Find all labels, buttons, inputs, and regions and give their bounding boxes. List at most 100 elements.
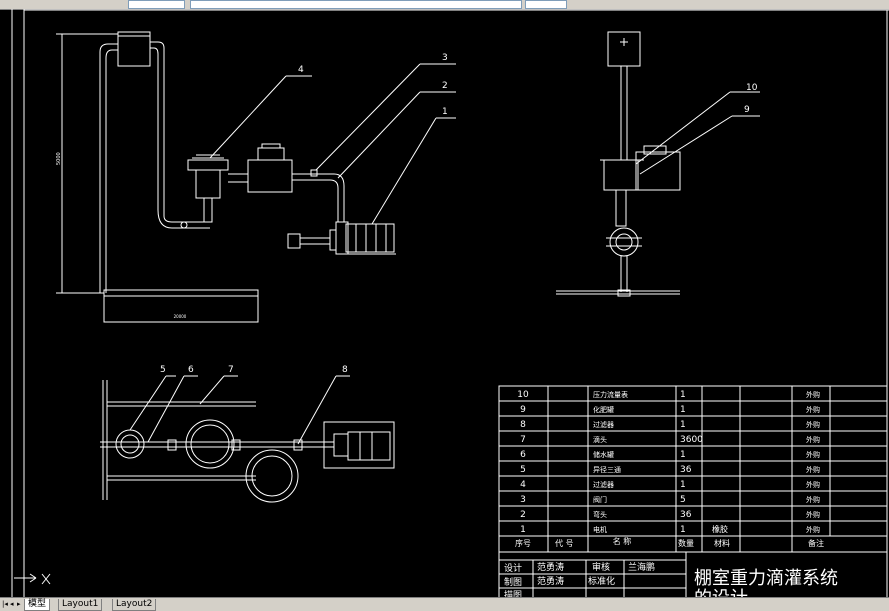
bom-cell-name: 电机 <box>593 525 607 534</box>
bom-row: 10 压力流量表 1 外购 <box>517 390 820 400</box>
bom-cell-no: 4 <box>520 480 526 490</box>
drawing-canvas[interactable]: 5000 <box>0 9 889 609</box>
bom-header-no: 序号 <box>515 538 531 548</box>
dim-horizontal: 20000 <box>174 314 187 319</box>
bom-cell-remark: 外购 <box>806 405 820 414</box>
bom-cell-qty: 36 <box>680 510 692 520</box>
bom-header-code: 代 号 <box>555 538 574 548</box>
bom-cell-name: 压力流量表 <box>593 390 628 399</box>
bom-cell-no: 2 <box>520 510 526 520</box>
bom-table <box>498 385 888 553</box>
bom-cell-no: 7 <box>520 435 526 445</box>
bom-cell-name: 弯头 <box>593 510 607 519</box>
bom-cell-name: 储水罐 <box>593 450 614 459</box>
callout-5: 5 <box>160 365 166 375</box>
bom-row: 6 储水罐 1 外购 <box>520 450 820 460</box>
callout-10: 10 <box>746 83 758 93</box>
bom-cell-no: 10 <box>517 390 529 400</box>
bom-cell-name: 过滤器 <box>593 420 614 429</box>
first-tab-arrow-icon[interactable]: |◂ <box>2 600 8 608</box>
bom-row: 4 过滤器 1 外购 <box>520 480 820 490</box>
draw-name: 范勇涛 <box>537 575 564 587</box>
bom-cell-no: 1 <box>520 525 526 535</box>
side-view <box>556 31 760 297</box>
bom-cell-remark: 外购 <box>806 420 820 429</box>
bom-cell-remark: 外购 <box>806 465 820 474</box>
property-dropdown[interactable] <box>190 0 522 9</box>
design-name: 范勇涛 <box>537 561 564 573</box>
bom-header: 序号 代 号 名 称 数量 材料 备注 <box>515 536 824 548</box>
bom-cell-remark: 外购 <box>806 390 820 399</box>
drawing-frame <box>11 9 889 597</box>
bom-cell-remark: 外购 <box>806 435 820 444</box>
bom-row: 8 过滤器 1 外购 <box>520 420 820 430</box>
callout-4: 4 <box>298 65 304 75</box>
bom-cell-no: 9 <box>520 405 526 415</box>
bom-row: 5 异径三通 36 外购 <box>520 465 820 475</box>
plan-view <box>100 375 395 503</box>
draw-label: 制图 <box>504 576 522 588</box>
design-label: 设计 <box>504 562 522 574</box>
review-label: 审核 <box>592 561 610 573</box>
bom-header-material: 材料 <box>714 538 730 548</box>
bom-rows: 10 压力流量表 1 外购 9 化肥罐 1 外购 8 过滤器 1 外购 7 滴头 3600 外购 6 储水罐 1 外购… <box>517 390 820 535</box>
bom-cell-name: 化肥罐 <box>593 405 614 414</box>
bom-header-qty: 数量 <box>678 538 694 548</box>
bom-cell-material: 橡胶 <box>712 524 728 534</box>
callout-8: 8 <box>342 365 348 375</box>
title-block <box>498 552 687 597</box>
bom-cell-no: 3 <box>520 495 526 505</box>
trace-label: 描图 <box>504 589 522 597</box>
ucs-icon <box>14 573 51 585</box>
bom-cell-qty: 5 <box>680 495 686 505</box>
bom-header-remark: 备注 <box>808 538 824 548</box>
bom-row: 7 滴头 3600 外购 <box>520 435 820 445</box>
bom-cell-no: 5 <box>520 465 526 475</box>
next-tab-arrow-icon[interactable]: ▸ <box>17 600 21 608</box>
bom-cell-name: 过滤器 <box>593 480 614 489</box>
bom-cell-qty: 1 <box>680 480 686 490</box>
bom-row: 1 电机 1 橡胶 外购 <box>520 524 820 535</box>
bom-cell-name: 阀门 <box>593 495 607 504</box>
tab-layout2[interactable]: Layout2 <box>112 599 157 611</box>
bom-cell-qty: 3600 <box>680 435 703 445</box>
callout-6: 6 <box>188 365 194 375</box>
bom-cell-remark: 外购 <box>806 525 820 534</box>
prev-tab-arrow-icon[interactable]: ◂ <box>10 600 14 608</box>
tab-layout1[interactable]: Layout1 <box>58 599 103 611</box>
bom-cell-no: 6 <box>520 450 526 460</box>
bom-cell-qty: 1 <box>680 450 686 460</box>
drawing-title-line2: 的设计 <box>694 588 748 597</box>
bom-cell-remark: 外购 <box>806 495 820 504</box>
review-name: 兰海鹏 <box>628 561 655 573</box>
dim-vertical: 5000 <box>56 152 62 165</box>
bom-header-name: 名 称 <box>613 536 632 546</box>
bom-cell-qty: 1 <box>680 525 686 535</box>
bom-cell-name: 异径三通 <box>593 465 621 474</box>
callout-3: 3 <box>442 53 448 63</box>
bom-cell-qty: 36 <box>680 465 692 475</box>
std-label: 标准化 <box>588 575 615 587</box>
front-view: 5000 <box>56 31 456 323</box>
bom-row: 3 阀门 5 外购 <box>520 495 820 505</box>
bom-cell-qty: 1 <box>680 390 686 400</box>
bom-row: 9 化肥罐 1 外购 <box>520 405 820 415</box>
bom-cell-name: 滴头 <box>593 435 607 444</box>
layer-dropdown[interactable] <box>128 0 185 9</box>
bom-cell-no: 8 <box>520 420 526 430</box>
title-block-text: 设计 范勇涛 审核 兰海鹏 制图 范勇涛 标准化 描图 棚室重力滴灌系统 的设计 <box>504 561 838 609</box>
callout-2: 2 <box>442 81 448 91</box>
tab-model[interactable]: 模型 <box>24 599 51 611</box>
bom-row: 2 弯头 36 外购 <box>520 510 820 520</box>
bom-cell-qty: 1 <box>680 420 686 430</box>
callout-7: 7 <box>228 365 234 375</box>
bom-cell-remark: 外购 <box>806 510 820 519</box>
layout-tab-bar: |◂ ◂ ▸ 模型 Layout1 Layout2 <box>0 597 889 611</box>
bom-cell-remark: 外购 <box>806 480 820 489</box>
bom-cell-qty: 1 <box>680 405 686 415</box>
linetype-dropdown[interactable] <box>525 0 567 9</box>
callout-1: 1 <box>442 107 448 117</box>
callout-9: 9 <box>744 105 750 115</box>
drawing-title: 棚室重力滴灌系统 <box>694 568 838 589</box>
bom-cell-remark: 外购 <box>806 450 820 459</box>
